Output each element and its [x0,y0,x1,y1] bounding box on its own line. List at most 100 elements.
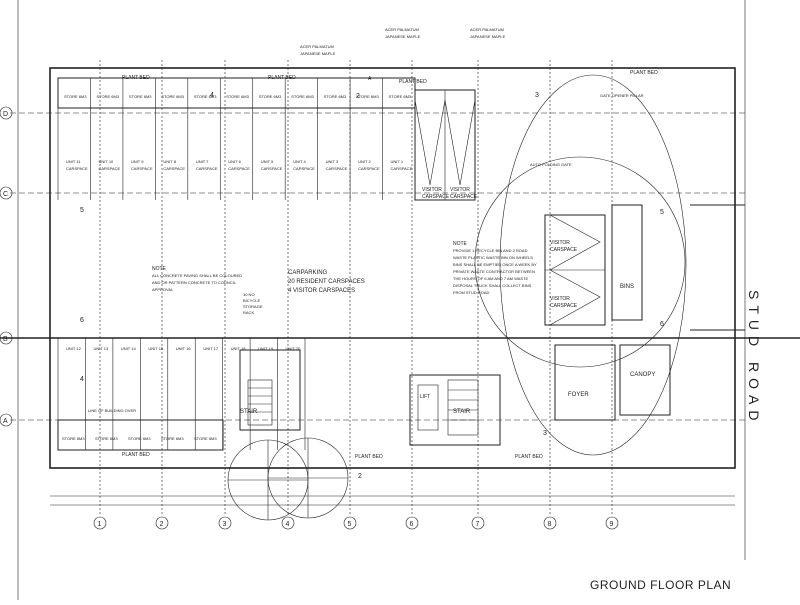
section-marker-4-top: 4 [210,92,214,99]
plant-bed-label-top-far: PLANT BED [630,70,658,76]
canopy-outline [619,344,671,416]
bottom-store-label: STORE 6M3 [62,436,85,441]
tree-label-line2: JAPANESE MAPLE [470,34,506,39]
grid-row-bubble [0,413,13,427]
visitor-bays-top [414,89,476,201]
top-store-label: STORE 6M3 [129,94,152,99]
foyer-label: FOYER [568,392,589,398]
visitor-1-label: CARSPACE [422,194,450,200]
foyer-outline [554,344,616,421]
bottom-store-label: STORE 6M3 [161,436,184,441]
grid-column-label: 4 [286,521,290,528]
note-right-line3: BINS SHALL BE EMPTIED ONCE A WEEK BY [453,262,537,267]
top-store-strip [57,77,416,109]
visitor-3-name: VISITOR [550,240,570,246]
bottom-carspace-bays [57,338,306,450]
section-marker-a: A [368,76,372,82]
top-unit-carspace: CARSPACE [131,166,153,171]
top-unit-carspace: CARSPACE [293,166,315,171]
bottom-unit-name: UNIT 13 [93,346,109,351]
note-right-line6: DISPOSAL TRUCK SHALL COLLECT BINS [453,283,532,288]
top-unit-name: UNIT 4 [293,159,306,164]
bottom-unit-name: UNIT 12 [66,346,82,351]
top-store-label: STORE 6M3 [291,94,314,99]
note-left-head: NOTE [152,266,167,272]
section-marker-5-right: 5 [660,209,664,216]
note-right-head: NOTE [453,241,468,247]
note-right-line7: FROM STUD ROAD [453,290,490,295]
top-unit-name: UNIT 11 [66,159,81,164]
top-carspace-bays [57,78,416,200]
bottom-store-label: STORE 6M3 [194,436,217,441]
auto-gate-label: AUTO FOLDING GATE [530,162,572,167]
bicycle-line1: 10 NO [243,292,255,297]
visitor-4-name: VISITOR [550,296,570,302]
carparking-visitor: 4 VISITOR CARSPACES [288,288,355,294]
top-unit-carspace: CARSPACE [261,166,283,171]
top-store-label: STORE 6M3 [324,94,347,99]
section-marker-5-left: 5 [80,207,84,214]
stair-core-left [239,349,301,431]
top-unit-name: UNIT 7 [196,159,209,164]
top-unit-carspace: CARSPACE [196,166,218,171]
section-marker-6-left: 6 [80,317,84,324]
grid-row-label: B [3,336,8,343]
grid-column-bubble [605,516,619,530]
bicycle-line3: STORAGE [243,304,263,309]
top-unit-carspace: CARSPACE [391,166,413,171]
bottom-unit-name: UNIT 14 [121,346,137,351]
bottom-store-label: STORE 6M3 [95,436,118,441]
grid-column-label: 6 [410,521,414,528]
bottom-store-label: STORE 6M3 [128,436,151,441]
top-store-label: STORE 6M3 [226,94,249,99]
stair-label-right: STAIR [453,409,471,415]
tree-label-line2: JAPANESE MAPLE [300,51,336,56]
top-store-label: STORE 6M3 [161,94,184,99]
top-unit-carspace: CARSPACE [358,166,380,171]
gate-opener-label: GATE OPENER PILLAR [600,93,644,98]
top-unit-name: UNIT 1 [391,159,404,164]
top-unit-name: UNIT 10 [98,159,114,164]
grid-row-bubble [0,331,13,345]
top-store-label: STORE 6M3 [356,94,379,99]
turning-circle [474,156,686,368]
note-right-line5: THE HOURS OF 6 AM AND 7 AM WASTE [453,276,529,281]
grid-column-bubble [218,516,232,530]
bottom-unit-name: UNIT 19 [258,346,274,351]
bottom-unit-name: UNIT 15 [148,346,164,351]
note-right-line1: PROVIDE 1 RECYCLE BIN AND 2 ROAD [453,248,528,253]
grid-column-label: 9 [610,521,614,528]
bottom-unit-name: UNIT 17 [203,346,219,351]
bicycle-line2: BICYCLE [243,298,260,303]
top-unit-name: UNIT 2 [358,159,371,164]
plant-bed-label-top-mid: PLANT BED [268,75,296,81]
grid-column-bubble [281,516,295,530]
lift-label: LIFT [420,394,430,400]
canopy-label: CANOPY [630,372,655,378]
stair-core-right [409,374,501,446]
top-unit-carspace: CARSPACE [228,166,250,171]
grid-row-label: C [3,191,8,198]
grid-column-bubble [543,516,557,530]
line-of-building-label: LINE OF BUILDING OVER [88,408,136,413]
tree-label-line1: ACER PALMATUM [385,27,419,32]
note-left-line3: APPROVAL [152,287,174,292]
road-label: STUD ROAD [746,290,762,427]
grid-column-label: 5 [348,521,352,528]
visitor-bays-right [544,204,643,326]
grid-column-label: 1 [98,521,102,528]
grid-rows [0,112,800,421]
section-marker-3-top: 3 [535,92,539,99]
grid-column-label: 3 [223,521,227,528]
note-left-line1: ALL CONCRETE PAVING SHALL BE COLOURED [152,273,242,278]
visitor-3-label: CARSPACE [550,247,578,253]
note-right-line2: WASTE PLASTIC WASTE BIN ON WHEELS [453,255,533,260]
grid-row-bubble [0,106,13,120]
section-marker-6-right: 6 [660,321,664,328]
top-store-label: STORE 6M3 [64,94,87,99]
tree-label-line2: JAPANESE MAPLE [385,34,421,39]
plant-bed-label-top-left: PLANT BED [122,75,150,81]
visitor-2-name: VISITOR [450,187,470,193]
